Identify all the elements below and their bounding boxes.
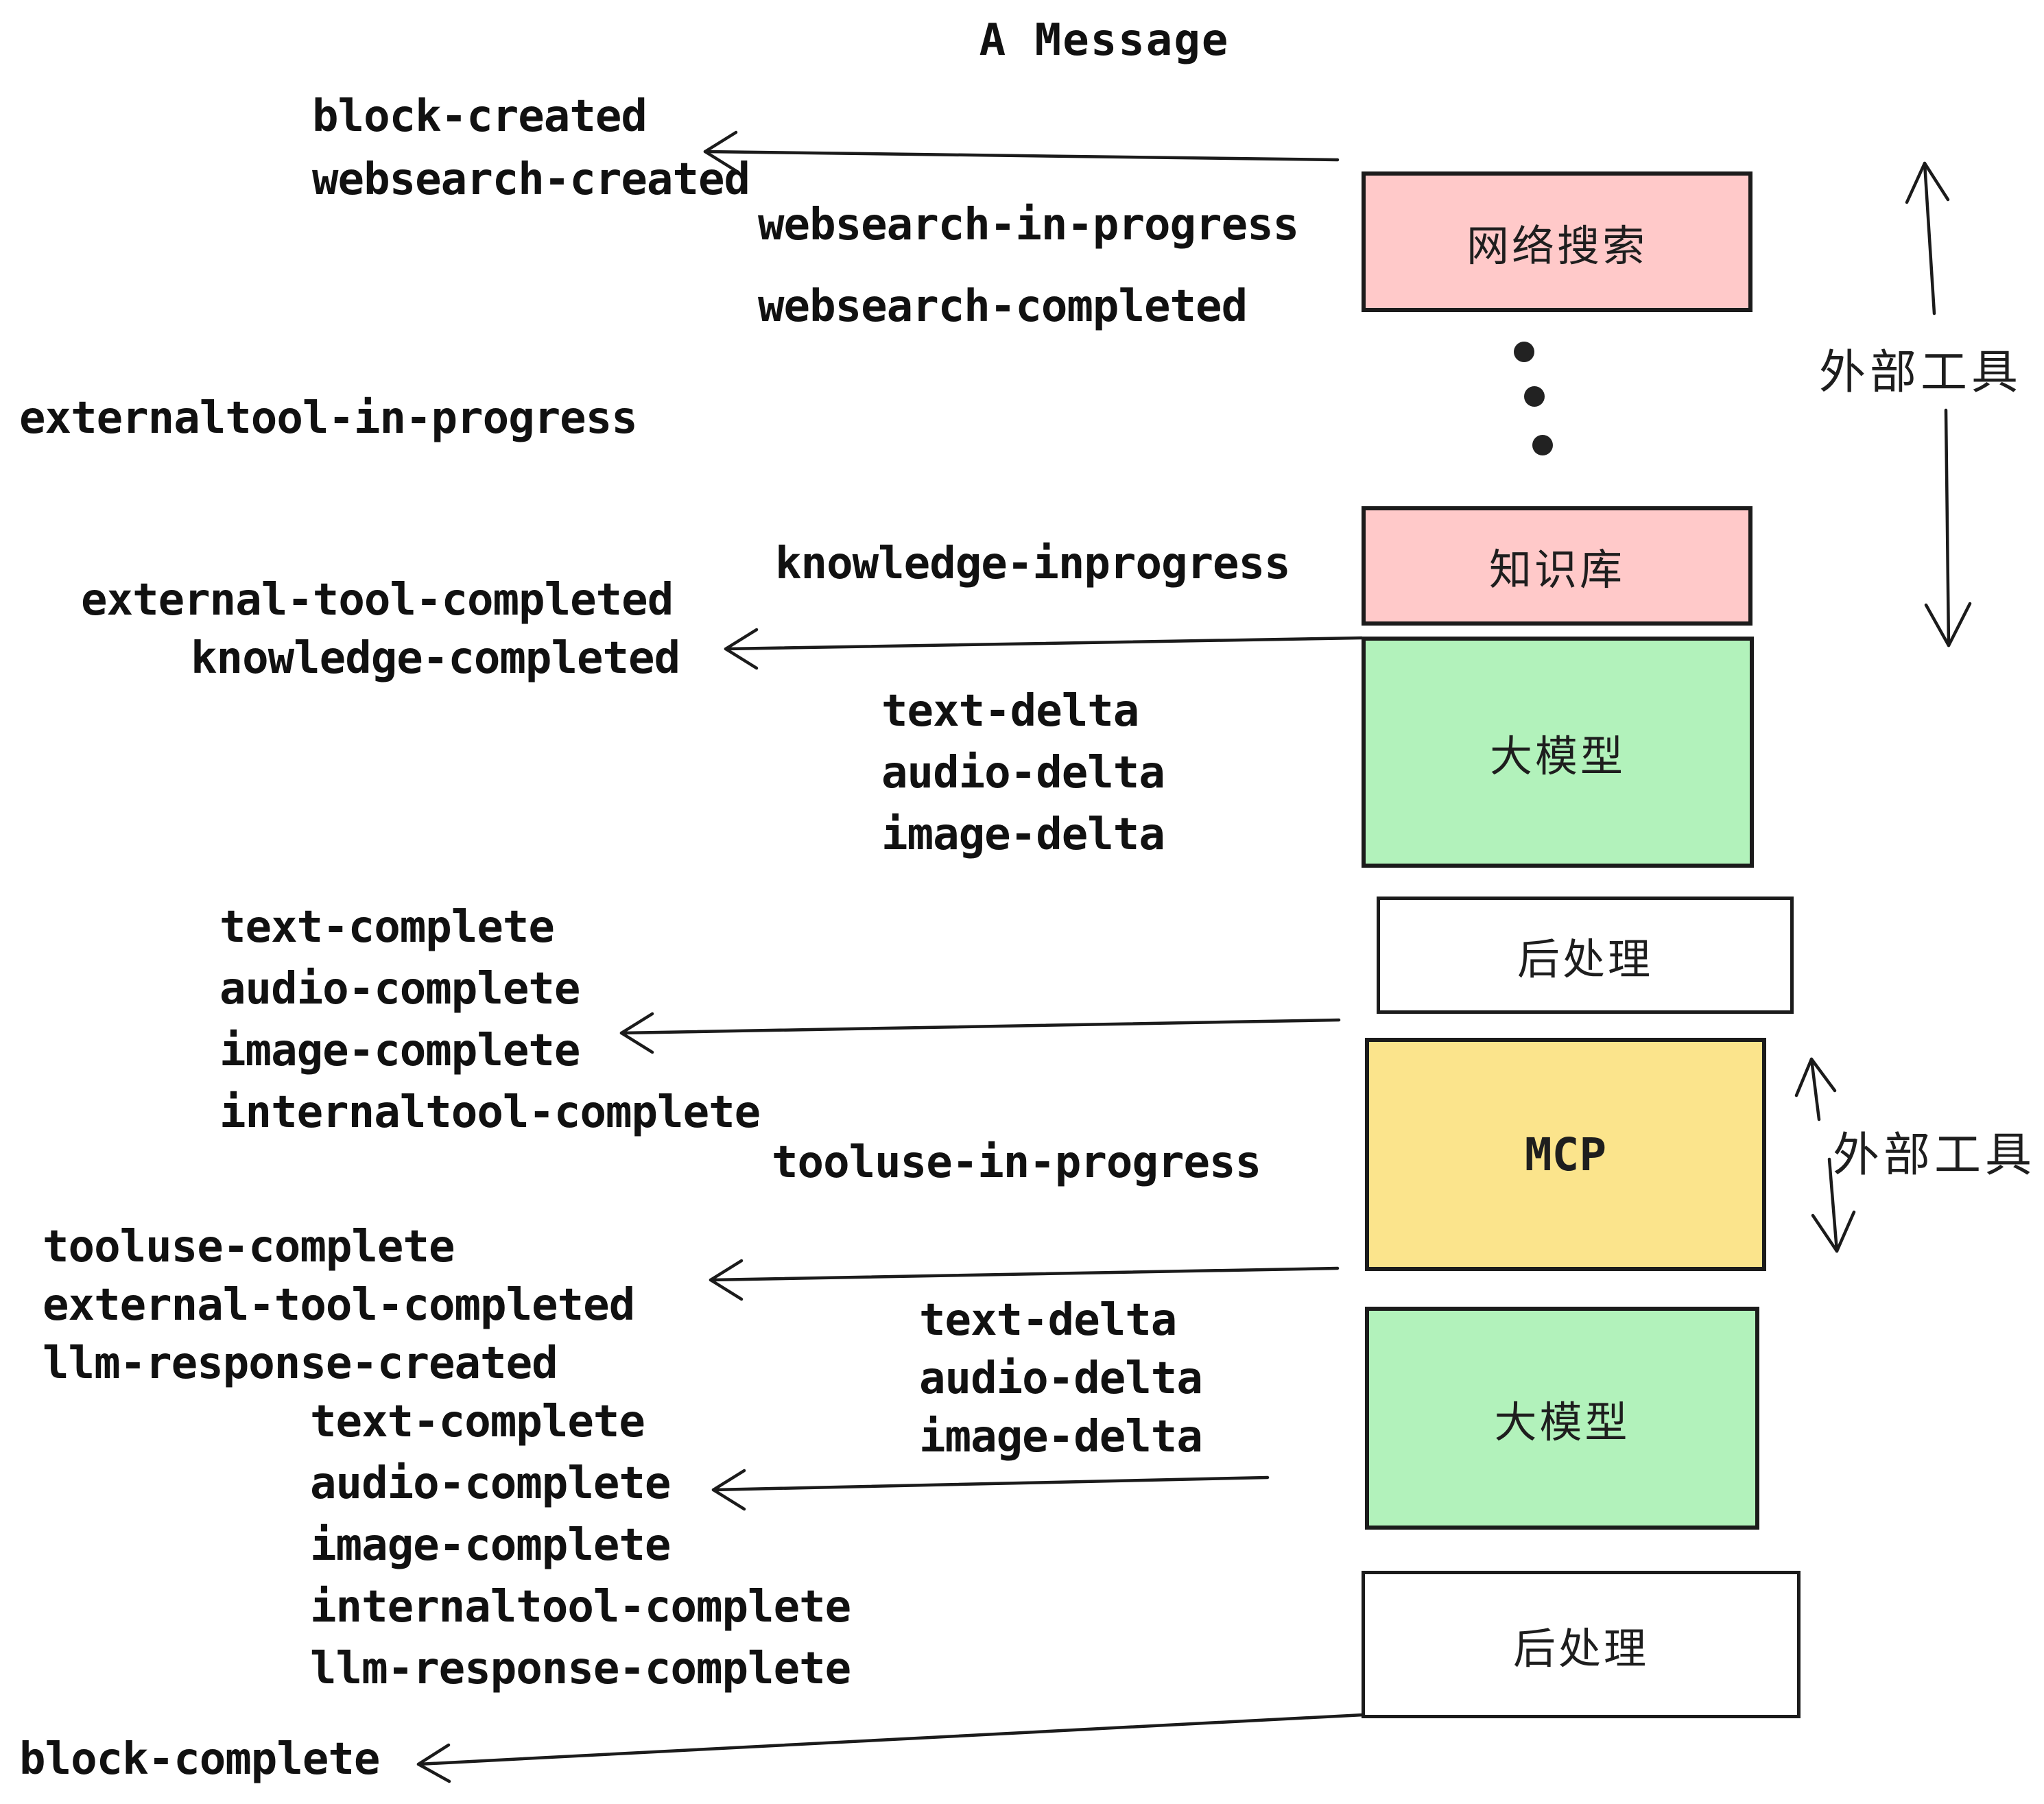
box-post-bottom: 后处理	[1362, 1571, 1801, 1718]
event-tooluse-in-progress: tooluse-in-progress	[772, 1137, 1261, 1188]
event-knowledge-completed: knowledge-completed	[191, 633, 680, 684]
box-llm-top: 大模型	[1362, 637, 1754, 868]
event-external-tool-completed-2: external-tool-completed	[43, 1280, 635, 1331]
event-llm-response-created: llm-response-created	[43, 1338, 558, 1389]
box-websearch: 网络搜索	[1362, 171, 1752, 312]
event-externaltool-in-progress: externaltool-in-progress	[19, 393, 638, 444]
event-image-complete: image-complete	[219, 1025, 580, 1076]
box-websearch-label: 网络搜索	[1466, 222, 1648, 270]
event-websearch-in-progress: websearch-in-progress	[758, 200, 1299, 250]
event-image-delta: image-delta	[881, 809, 1165, 860]
box-llm-bottom: 大模型	[1365, 1307, 1759, 1530]
event-audio-complete-2: audio-complete	[310, 1458, 671, 1509]
arrow-to-external-tool-completed	[709, 1259, 1340, 1301]
event-audio-complete: audio-complete	[219, 964, 580, 1014]
event-text-delta-2: text-delta	[919, 1295, 1177, 1346]
event-text-complete-2: text-complete	[310, 1397, 645, 1447]
box-post-top: 后处理	[1377, 897, 1794, 1014]
box-mcp: MCP	[1365, 1038, 1766, 1271]
box-mcp-label: MCP	[1524, 1128, 1607, 1181]
box-llm-bottom-label: 大模型	[1494, 1399, 1630, 1447]
event-internaltool-complete-2: internaltool-complete	[310, 1582, 851, 1633]
box-post-bottom-label: 后处理	[1512, 1625, 1649, 1673]
event-block-complete: block-complete	[19, 1734, 380, 1785]
box-knowledge-label: 知识库	[1488, 547, 1625, 594]
arrow-to-block-complete	[416, 1713, 1366, 1783]
event-knowledge-inprogress: knowledge-inprogress	[775, 538, 1291, 589]
event-external-tool-completed: external-tool-completed	[81, 575, 674, 626]
external-tools-top-down-arrow	[1924, 408, 1972, 648]
event-audio-delta: audio-delta	[881, 748, 1165, 798]
event-text-complete: text-complete	[219, 902, 555, 953]
box-llm-top-label: 大模型	[1489, 733, 1626, 781]
vertical-ellipsis-dots	[1514, 342, 1553, 455]
event-image-complete-2: image-complete	[310, 1520, 671, 1571]
arrow-to-audio-complete	[711, 1469, 1270, 1511]
external-tools-label-top: 外部工具	[1819, 346, 2023, 399]
event-image-delta-2: image-delta	[919, 1412, 1203, 1462]
external-tools-label-bottom: 外部工具	[1833, 1129, 2036, 1181]
event-tooluse-complete: tooluse-complete	[43, 1222, 455, 1272]
event-block-created: block-created	[312, 91, 647, 142]
arrow-to-block-created	[703, 130, 1340, 173]
external-tools-bottom-up-arrow	[1794, 1057, 1837, 1121]
event-llm-response-complete: llm-response-complete	[310, 1643, 851, 1694]
event-text-delta: text-delta	[881, 686, 1139, 737]
arrow-to-image-complete	[619, 1012, 1341, 1054]
event-audio-delta-2: audio-delta	[919, 1353, 1203, 1404]
event-websearch-completed: websearch-completed	[758, 281, 1248, 332]
external-tools-top-up-arrow	[1905, 161, 1950, 316]
event-websearch-created: websearch-created	[312, 154, 750, 205]
event-internaltool-complete: internaltool-complete	[219, 1087, 761, 1138]
box-knowledge: 知识库	[1362, 506, 1752, 626]
diagram-title: A Message	[979, 15, 1230, 66]
arrow-to-knowledge-completed	[724, 628, 1364, 670]
box-post-top-label: 后处理	[1517, 936, 1653, 984]
